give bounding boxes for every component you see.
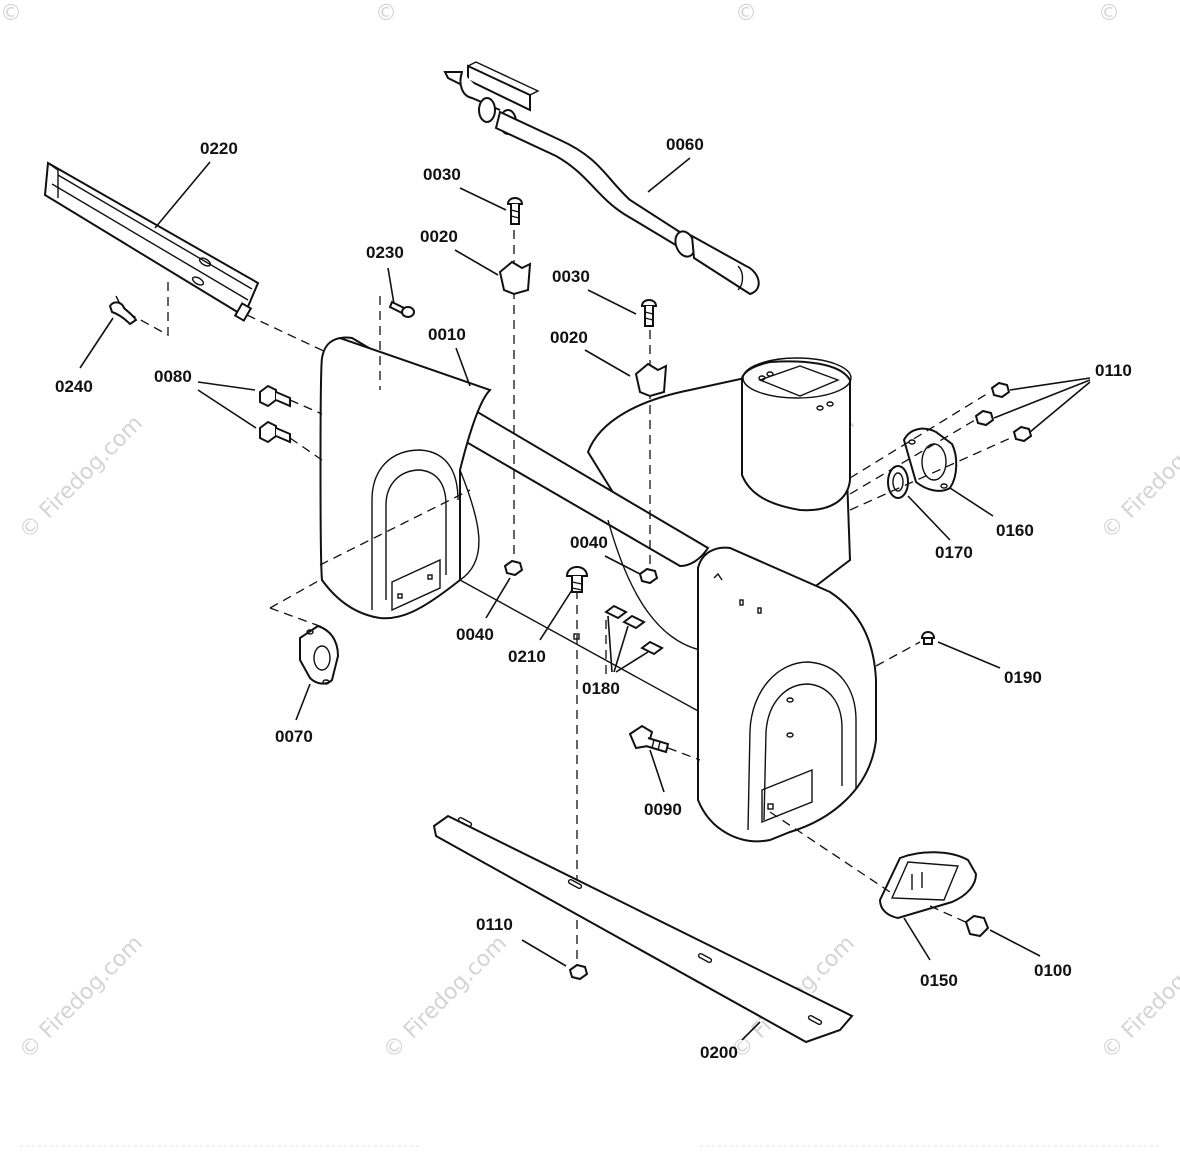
carriage-bolt-0090 — [628, 724, 670, 754]
chute-clip-0020-upper — [498, 260, 532, 296]
flange-nut-0100 — [964, 914, 990, 938]
bearing-0180 — [887, 465, 909, 499]
label-0090: 0090 — [644, 800, 682, 819]
label-0040-left: 0040 — [456, 625, 494, 644]
label-0110-lower: 0110 — [476, 915, 513, 934]
rail-dash — [246, 314, 331, 355]
dash-line — [289, 399, 323, 415]
label-0200: 0190 — [1004, 668, 1042, 687]
dash-line — [319, 489, 471, 566]
label-0020-lower: 0020 — [550, 328, 588, 347]
dash-line — [849, 391, 991, 479]
label-0070: 0070 — [275, 727, 313, 746]
watermark-corner: © — [1098, 1, 1120, 26]
label-0020-upper: 0020 — [420, 227, 458, 246]
watermark: © Firedog.com — [1097, 931, 1180, 1064]
label-0100: 0100 — [1034, 961, 1072, 980]
leader-lines — [79, 157, 1091, 1041]
label-0010: 0010 — [428, 325, 466, 344]
nut-0040-right — [638, 567, 659, 585]
crank-rod-0060 — [443, 61, 760, 296]
label-0170: 0160 — [996, 521, 1034, 540]
watermark: © Firedog.com — [379, 931, 512, 1064]
label-0240: 0240 — [55, 377, 93, 396]
hex-nuts-0110-upper — [974, 381, 1033, 443]
wing-screw-0240 — [108, 295, 138, 326]
nut-0040-left — [503, 559, 524, 577]
label-0160: 0200 — [700, 1043, 738, 1062]
watermark-corner: © — [0, 1, 22, 26]
watermark-corner: © — [375, 1, 397, 26]
auger-housing-0010 — [319, 336, 877, 843]
scraper-bar-0160 — [432, 814, 854, 1044]
rail-0220 — [43, 161, 260, 322]
pin-0230 — [388, 300, 415, 318]
watermark: © Firedog.com — [15, 411, 148, 544]
carriage-bolt-0210 — [565, 566, 589, 640]
dash-line — [289, 437, 323, 461]
dash-line — [269, 579, 321, 609]
label-0150: 0150 — [920, 971, 958, 990]
label-0210: 0210 — [508, 647, 546, 666]
rail-dash — [127, 282, 169, 337]
skid-shoe-0150 — [878, 851, 978, 920]
carriage-screw-0030-upper — [506, 197, 524, 225]
dash-line — [849, 419, 976, 495]
screws-0190 — [604, 604, 664, 656]
dash-line — [849, 435, 1016, 511]
dash-line — [769, 811, 891, 893]
dash-line — [875, 641, 921, 667]
label-0060: 0060 — [666, 135, 704, 154]
dash-line — [269, 607, 326, 629]
chute-clip-0020-lower — [634, 362, 668, 398]
watermark: © Firedog.com — [15, 931, 148, 1064]
label-0030-upper: 0030 — [423, 165, 461, 184]
label-0110-upper: 0110 — [1095, 361, 1132, 380]
label-0230: 0230 — [366, 243, 404, 262]
label-0080: 0080 — [154, 367, 192, 386]
carriage-screw-0030-lower — [640, 299, 658, 327]
watermark: © Firedog.com — [1097, 411, 1180, 544]
plug-0200 — [920, 631, 936, 645]
dash-line — [929, 905, 971, 925]
label-0190: 0180 — [582, 679, 620, 698]
hex-bolts-0080 — [259, 384, 291, 444]
label-0030-lower: 0030 — [552, 267, 590, 286]
label-0180: 0170 — [935, 543, 973, 562]
hex-nut-0110-lower — [568, 963, 589, 981]
watermark-corner: © — [735, 1, 757, 26]
dash-line — [667, 747, 701, 761]
label-0220: 0220 — [200, 139, 238, 158]
label-0040-right: 0040 — [570, 533, 608, 552]
bearing-plate-0170 — [902, 427, 958, 492]
bearing-flange-0070 — [299, 624, 340, 685]
part-labels: 0220 0240 0030 0020 0230 0030 0010 0020 … — [55, 135, 1132, 1062]
